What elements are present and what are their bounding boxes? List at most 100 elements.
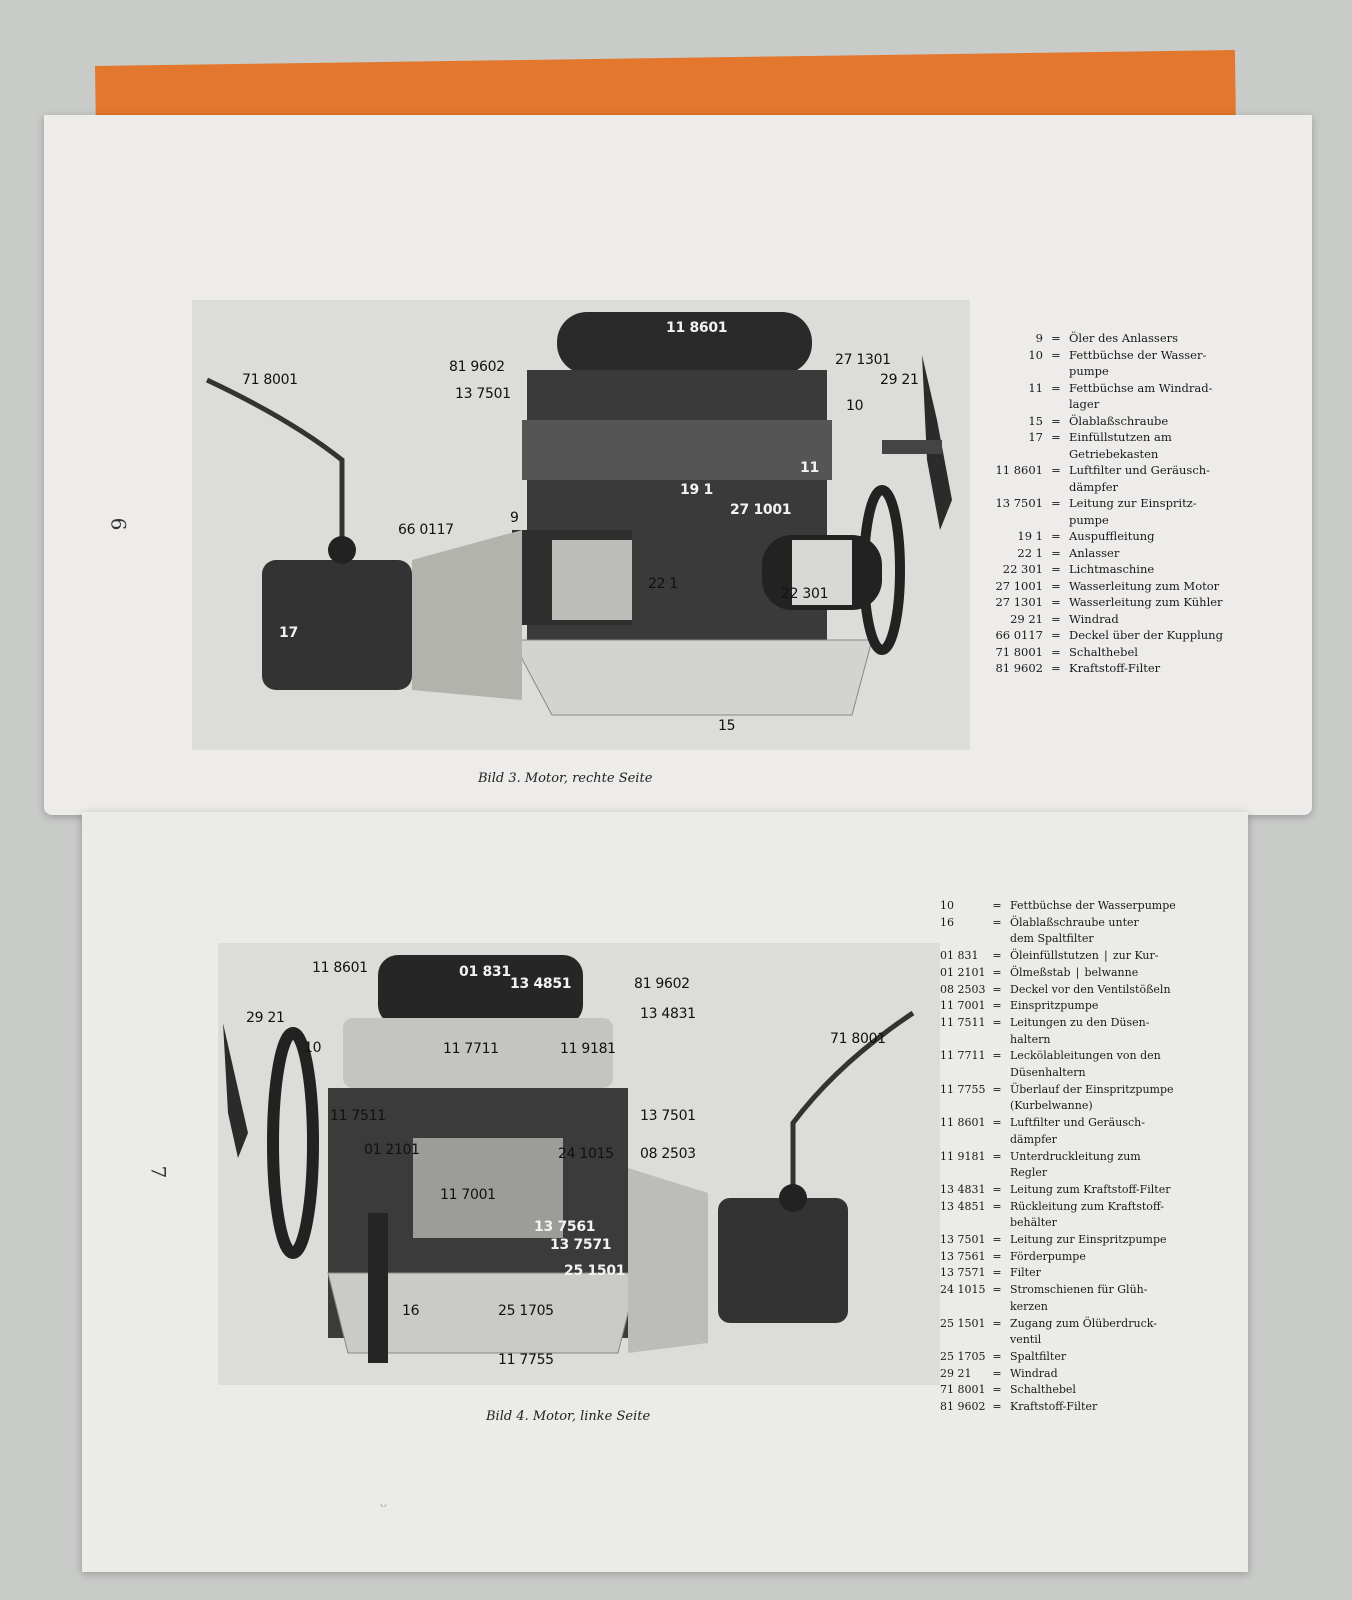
legend-code: 27 1001 <box>995 578 1043 593</box>
legend-description: Stromschienen für Glüh- <box>1010 1283 1148 1297</box>
legend-code: 13 7561 <box>940 1249 986 1263</box>
legend-row: 16=Ölablaßschraube unter <box>940 915 1230 932</box>
legend-code: 13 4851 <box>940 1199 986 1213</box>
callout-25-1501: 25 1501 <box>564 1263 626 1279</box>
legend-row: 66 0117=Deckel über der Kupplung <box>985 627 1285 644</box>
legend-code: 11 7511 <box>940 1015 986 1029</box>
callout-10: 10 <box>846 398 864 414</box>
legend-equals: = <box>992 1049 1002 1063</box>
legend-description: Leitung zum Kraftstoff-Filter <box>1010 1182 1171 1196</box>
callout-27-1001: 27 1001 <box>730 502 792 518</box>
legend-code <box>940 1215 984 1232</box>
callout-9: 9 <box>510 510 519 526</box>
legend-row: Düsenhaltern <box>940 1065 1230 1082</box>
legend-code: 29 21 <box>940 1366 972 1380</box>
legend-code: 24 1015 <box>940 1283 986 1297</box>
legend-equals: = <box>992 1366 1002 1380</box>
legend-code <box>940 1299 984 1316</box>
legend-code <box>985 479 1043 496</box>
callout-11-9181: 11 9181 <box>560 1041 616 1057</box>
legend-equals: = <box>1051 644 1061 659</box>
legend-equals <box>984 1332 1010 1349</box>
legend-row: 01 2101=Ölmeßstab|belwanne <box>940 965 1230 982</box>
legend-equals: = <box>992 1383 1002 1397</box>
legend-row: lager <box>985 396 1285 413</box>
engine-photo-right-side <box>192 300 970 750</box>
legend-equals: = <box>1051 578 1061 593</box>
legend-code: 25 1501 <box>940 1316 986 1330</box>
legend-code: 13 7501 <box>995 496 1043 510</box>
legend-code: 11 7755 <box>940 1082 986 1096</box>
legend-code <box>940 1132 984 1149</box>
legend-equals <box>984 931 1010 948</box>
legend-equals: = <box>992 1283 1002 1297</box>
legend-row: Regler <box>940 1165 1230 1182</box>
legend-row: 13 7571=Filter <box>940 1265 1230 1282</box>
callout-71-8001: 71 8001 <box>830 1031 886 1047</box>
legend-equals: = <box>992 982 1002 996</box>
legend-code: 81 9602 <box>940 1400 986 1414</box>
legend-equals: = <box>992 1249 1002 1263</box>
legend-description: Ölablaßschraube <box>1069 413 1169 428</box>
callout-13-7501: 13 7501 <box>455 386 511 402</box>
legend-row: 11 8601=Luftfilter und Geräusch- <box>985 462 1285 479</box>
legend-description: Fettbüchse der Wasser- <box>1069 347 1207 362</box>
legend-row: 11 7001=Einspritzpumpe <box>940 998 1230 1015</box>
legend-code: 11 9181 <box>940 1149 986 1163</box>
legend-description: lager <box>1069 397 1100 411</box>
legend-row: 29 21=Windrad <box>985 611 1285 628</box>
legend-row: dämpfer <box>940 1132 1230 1149</box>
legend-description: Leitung zur Einspritzpumpe <box>1010 1233 1167 1247</box>
legend-equals: = <box>1051 661 1061 675</box>
legend-row: 08 2503=Deckel vor den Ventilstößeln <box>940 982 1230 999</box>
legend-code: 27 1301 <box>995 595 1043 609</box>
legend-description: Windrad <box>1069 611 1119 626</box>
legend-row: 11 7711=Leckölableitungen von den <box>940 1048 1230 1065</box>
legend-code <box>985 396 1043 413</box>
legend-equals <box>1043 396 1069 413</box>
legend-equals: = <box>1051 545 1061 560</box>
legend-description: Ölmeßstab|belwanne <box>1010 965 1139 979</box>
page-number-6: 6 <box>106 517 131 531</box>
legend-row: 10=Fettbüchse der Wasser- <box>985 347 1285 364</box>
legend-description: haltern <box>1010 1032 1051 1046</box>
legend-description: Wasserleitung zum Kühler <box>1069 595 1223 609</box>
legend-row: 13 7501=Leitung zur Einspritzpumpe <box>940 1232 1230 1249</box>
callout-13-7561: 13 7561 <box>534 1219 596 1235</box>
legend-row: 9=Öler des Anlassers <box>985 330 1285 347</box>
legend-equals: = <box>1051 562 1061 576</box>
legend-equals: = <box>1051 529 1061 543</box>
legend-code: 08 2503 <box>940 982 986 996</box>
legend-code: 13 4831 <box>940 1182 986 1196</box>
legend-brace-note: belwanne <box>1084 965 1139 979</box>
legend-code: 10 <box>940 899 954 912</box>
legend-row: ventil <box>940 1332 1230 1349</box>
legend-equals: = <box>1051 413 1061 428</box>
figure3-caption: Bild 3. Motor, rechte Seite <box>478 771 653 786</box>
legend-code <box>985 512 1043 529</box>
callout-16: 16 <box>402 1303 420 1319</box>
legend-description: Kraftstoff-Filter <box>1010 1400 1098 1414</box>
legend-description: Wasserleitung zum Motor <box>1069 578 1220 593</box>
legend-description: Schalthebel <box>1069 644 1138 659</box>
legend-description: Fettbüchse der Wasserpumpe <box>1010 899 1176 912</box>
legend-row: 22 1=Anlasser <box>985 545 1285 562</box>
legend-code <box>985 363 1043 380</box>
legend-description: dämpfer <box>1010 1132 1057 1146</box>
legend-code: 16 <box>940 915 954 929</box>
legend-code: 17 <box>1028 430 1043 444</box>
callout-29-21: 29 21 <box>880 372 919 388</box>
legend-code <box>940 1098 984 1115</box>
callout-19-1: 19 1 <box>680 482 713 498</box>
legend-row: kerzen <box>940 1299 1230 1316</box>
callout-27-1301: 27 1301 <box>835 352 891 368</box>
callout-15: 15 <box>718 718 736 734</box>
callout-11-7511: 11 7511 <box>330 1108 386 1124</box>
legend-code: 9 <box>1035 331 1043 345</box>
figure4-caption: Bild 4. Motor, linke Seite <box>486 1409 651 1424</box>
legend-row: (Kurbelwanne) <box>940 1098 1230 1115</box>
legend-row: 01 831=Öleinfüllstutzen|zur Kur- <box>940 948 1230 965</box>
legend-equals: = <box>992 899 1002 912</box>
legend-equals <box>984 1299 1010 1316</box>
